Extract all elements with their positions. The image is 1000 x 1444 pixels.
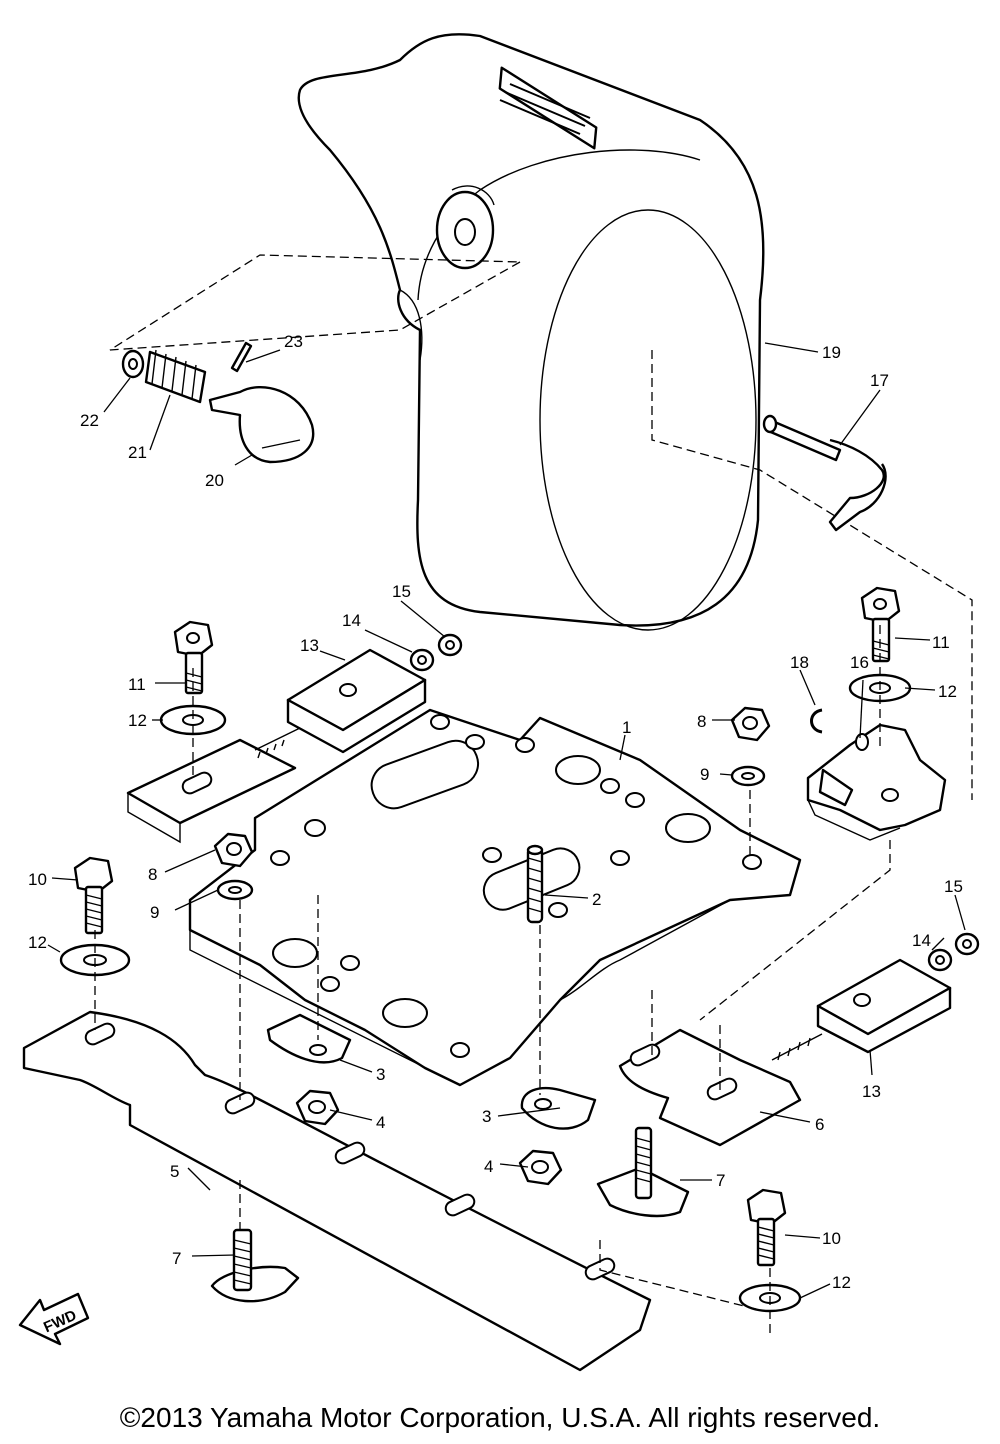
nut-8-right [730,706,771,742]
callout-21: 21 [128,443,147,462]
collar-14-upper [409,648,435,672]
rail-5 [22,1010,652,1372]
callout-10: 10 [28,870,47,889]
callout-5: 5 [170,1162,179,1181]
clip-18 [810,708,823,734]
stud-2 [526,844,544,924]
main-plate-1 [188,708,802,1087]
callout-8: 8 [697,712,706,731]
callout-3: 3 [376,1065,385,1084]
callout-4: 4 [376,1113,385,1132]
clamp-13-lower [771,958,952,1061]
callout-17: 17 [870,371,889,390]
assembly-lines [94,625,891,1335]
nut-15-lower [954,932,980,956]
bolt-11-left [173,620,214,695]
callout-12: 12 [938,682,957,701]
stud-7-right [596,1126,690,1218]
knob-20 [208,385,315,464]
callout-8: 8 [148,865,157,884]
callout-23: 23 [284,332,303,351]
callout-13: 13 [300,636,319,655]
stud-7-left [210,1228,300,1303]
spring-21 [144,349,207,404]
callouts: 1 2 3 3 4 4 5 6 7 7 8 8 9 9 10 10 11 11 … [28,332,963,1292]
rod-17 [762,414,887,532]
fwd-arrow: FWD [18,1292,90,1346]
nut-4-upper [295,1089,340,1126]
leader-lines [47,342,966,1299]
nut-8-left [213,832,254,868]
copyright-notice: ©2013 Yamaha Motor Corporation, U.S.A. A… [119,1402,881,1433]
callout-22: 22 [80,411,99,430]
pin-23 [230,341,253,373]
bolt-10-left [73,856,114,935]
callout-7: 7 [172,1249,181,1268]
cover-label-text [499,83,591,135]
callout-19: 19 [822,343,841,362]
collar-14-lower [927,948,953,972]
callout-4: 4 [484,1157,493,1176]
callout-1: 1 [622,718,631,737]
callout-20: 20 [205,471,224,490]
callout-13: 13 [862,1082,881,1101]
callout-9: 9 [150,903,159,922]
nut-15-upper [437,633,463,657]
knob-assembly [121,341,315,464]
callout-7: 7 [716,1171,725,1190]
bracket-16 [806,723,947,841]
fan-cover-19 [109,33,973,800]
washer-9-left [216,879,254,901]
callout-6: 6 [815,1115,824,1134]
callout-12: 12 [28,933,47,952]
callout-10: 10 [822,1229,841,1248]
callout-11: 11 [932,633,950,652]
bolt-10-right [746,1188,787,1267]
callout-3: 3 [482,1107,491,1126]
nut-4-lower [518,1149,563,1186]
rail-6 [618,1028,802,1147]
callout-9: 9 [700,765,709,784]
callout-15: 15 [944,877,963,896]
callout-18: 18 [790,653,809,672]
bolt-11-right [860,586,901,663]
washer-9-right [730,765,766,787]
callout-14: 14 [342,611,361,630]
callout-2: 2 [592,890,601,909]
callout-11: 11 [128,675,146,694]
callout-12: 12 [832,1273,851,1292]
left-rail-upper [126,738,297,844]
clip-nut-3-left [266,1013,352,1064]
callout-14: 14 [912,931,931,950]
callout-16: 16 [850,653,869,672]
callout-15: 15 [392,582,411,601]
clamp-13-upper [254,648,427,759]
callout-12: 12 [128,711,147,730]
